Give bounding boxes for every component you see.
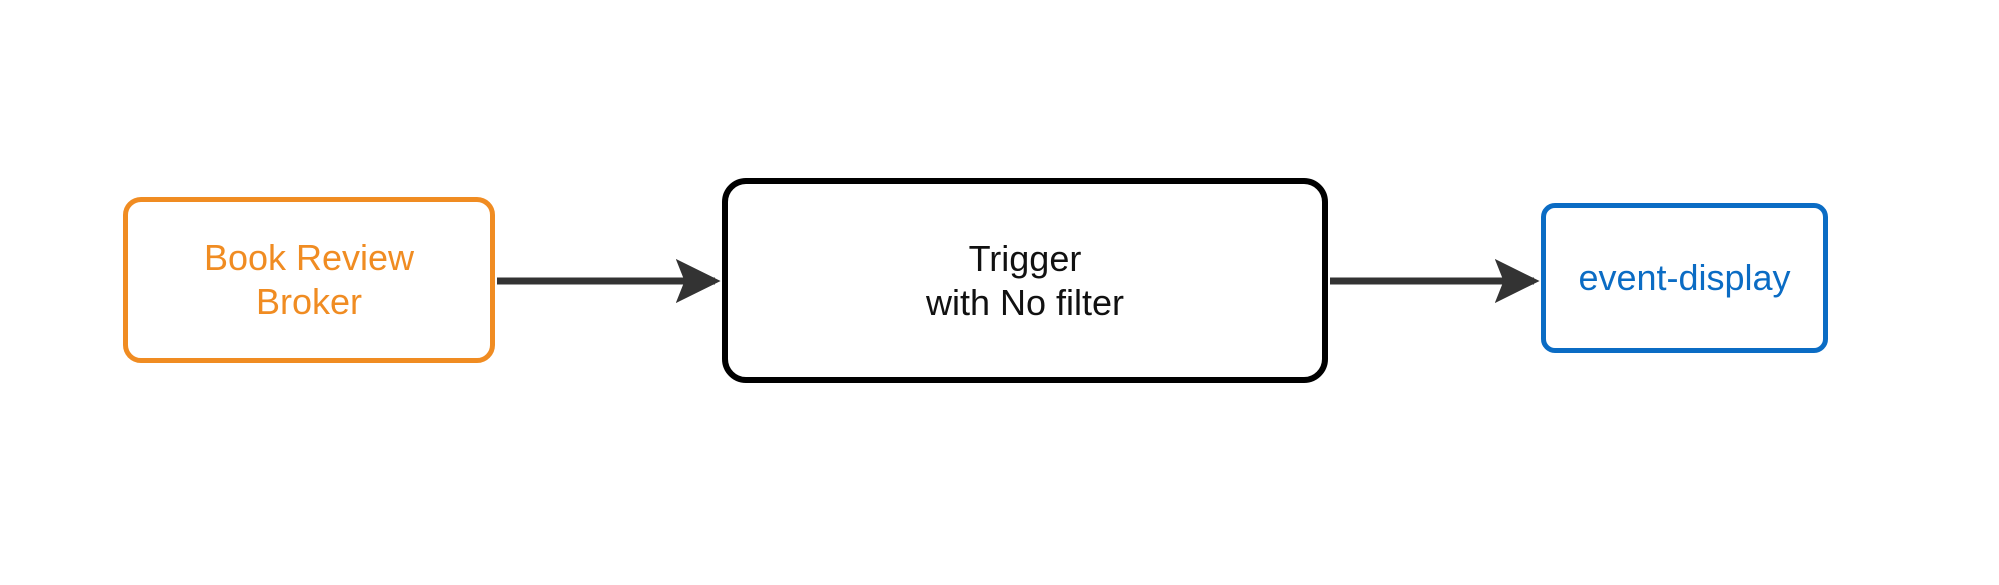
node-book-review-broker[interactable]: Book Review Broker (123, 197, 495, 363)
node-label-trigger: Trigger with No filter (925, 237, 1125, 323)
node-trigger-with-no-filter[interactable]: Trigger with No filter (722, 178, 1328, 383)
node-label-event-display: event-display (1578, 257, 1791, 299)
node-label-broker: Book Review Broker (203, 237, 415, 322)
node-event-display[interactable]: event-display (1541, 203, 1828, 353)
